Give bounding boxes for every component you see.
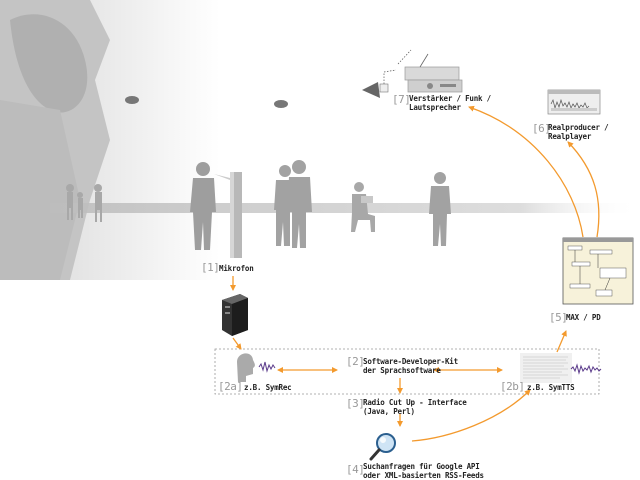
amplifier-device-icon [379, 49, 463, 93]
step6-number: [6] [532, 122, 551, 135]
search-magnifier-icon [369, 433, 396, 461]
step5-number: [5] [549, 311, 568, 324]
step6-label-line1: Realproducer / [548, 123, 609, 132]
flow-arrows [230, 105, 600, 442]
step2a-label: z.B. SymRec [244, 383, 292, 392]
step1-label: Mikrofon [219, 264, 254, 273]
speech-recognition-head-icon [237, 353, 276, 382]
step2b-number: [2b] [500, 380, 525, 393]
arrow-computer-to-symrec [232, 337, 242, 350]
step6-label-line2: Realplayer [548, 132, 592, 141]
step2b-label: z.B. SymTTS [527, 383, 575, 392]
step4-number: [4] [346, 463, 365, 476]
ground-line [50, 203, 640, 213]
step5-label: MAX / PD [566, 313, 601, 322]
step1-number: [1] [201, 261, 220, 274]
step2-label-line1: Software-Developer-Kit [363, 357, 458, 366]
max-pd-patch-icon [562, 237, 634, 305]
step4-label-line2: oder XML-basierten RSS-Feeds [363, 471, 484, 480]
seated-reader-silhouette [351, 182, 375, 232]
step3-number: [3] [346, 397, 365, 410]
sdk-dashed-box [214, 348, 600, 395]
person-speaking-silhouette [190, 162, 216, 250]
background-scene [0, 0, 220, 280]
arrow-search-to-symtts [411, 389, 531, 442]
tts-text-document-icon [520, 353, 602, 383]
step2a-number: [2a] [218, 380, 243, 393]
step7-number: [7] [392, 93, 411, 106]
children-silhouette [66, 184, 102, 222]
step3-label-line1: Radio Cut Up - Interface [363, 398, 467, 407]
arrow-symtts-to-max [556, 330, 567, 353]
step4-label-line1: Suchanfragen für Google API [363, 462, 480, 471]
arrow-max-to-amplifier [468, 105, 584, 238]
standing-person-silhouette [429, 172, 451, 246]
step7-label-line1: Verstärker / Funk / [409, 94, 491, 103]
ceiling-speaker-icon [125, 82, 380, 108]
step3-label-line2: (Java, Perl) [363, 407, 415, 416]
step7-label-line2: Lautsprecher [409, 103, 461, 112]
microphone-column [214, 172, 242, 258]
computer-tower-icon [222, 294, 248, 336]
realplayer-window-icon [547, 89, 601, 115]
couple-silhouette [274, 160, 312, 248]
step2-number: [2] [346, 355, 365, 368]
step2-label-line2: der Sprachsoftware [363, 366, 441, 375]
arrow-max-to-realplayer [567, 141, 600, 238]
